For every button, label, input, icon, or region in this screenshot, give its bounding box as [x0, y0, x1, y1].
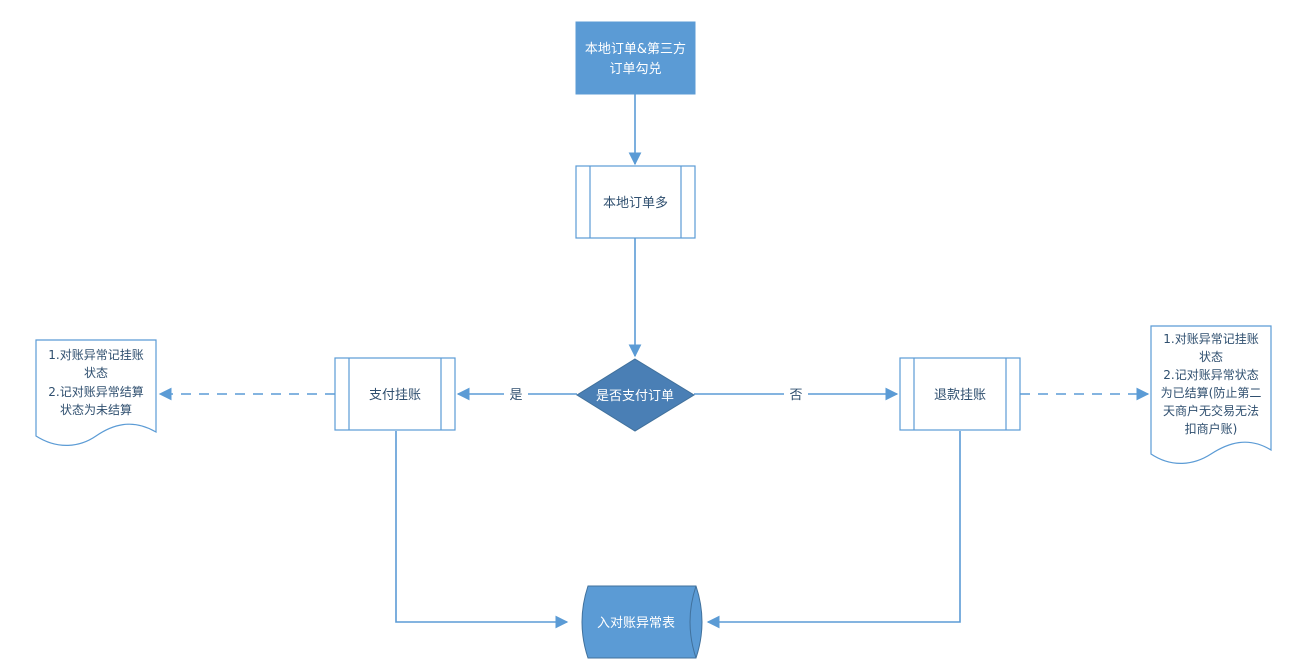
note-right-line-5: 扣商户账)	[1185, 421, 1238, 436]
note-right-line-3: 为已结算(防止第二	[1161, 385, 1262, 400]
note-right-line-2: 2.记对账异常状态	[1163, 368, 1258, 382]
node-local-more[interactable]: 本地订单多	[575, 165, 696, 239]
node-start[interactable]: 本地订单&第三方 订单勾兑	[575, 21, 696, 95]
note-left-line-1: 状态	[84, 366, 108, 380]
edge-refund-pending-to-table	[706, 431, 961, 629]
note-right-line-4: 天商户无交易无法	[1163, 403, 1259, 418]
edge-pay-pending-to-table	[395, 431, 569, 629]
node-exception-table[interactable]: 入对账异常表	[581, 585, 703, 659]
note-left-line-0: 1.对账异常记挂账	[48, 348, 143, 362]
edges	[158, 94, 1150, 629]
note-right[interactable]: 1.对账异常记挂账 状态 2.记对账异常状态 为已结算(防止第二 天商户无交易无…	[1150, 325, 1272, 464]
edge-label-no: 否	[789, 388, 802, 403]
note-left-line-3: 状态为未结算	[60, 402, 132, 417]
node-local-more-label: 本地订单多	[603, 195, 668, 211]
node-exception-table-label: 入对账异常表	[597, 616, 675, 631]
node-pay-pending-label: 支付挂账	[369, 388, 421, 403]
node-start-line1: 本地订单&第三方	[585, 41, 686, 57]
note-left[interactable]: 1.对账异常记挂账 状态 2.记对账异常结算 状态为未结算	[35, 339, 157, 446]
edge-label-yes: 是	[509, 388, 522, 403]
note-right-line-1: 状态	[1199, 350, 1223, 364]
no-label-bg	[784, 384, 808, 404]
note-right-line-0: 1.对账异常记挂账	[1163, 332, 1258, 346]
node-decision[interactable]: 是否支付订单	[576, 358, 695, 432]
note-left-line-2: 2.记对账异常结算	[48, 384, 143, 399]
node-refund-pending-label: 退款挂账	[934, 388, 986, 403]
yes-label-bg	[504, 384, 528, 404]
node-refund-pending[interactable]: 退款挂账	[899, 357, 1021, 431]
node-pay-pending[interactable]: 支付挂账	[334, 357, 456, 431]
node-decision-label: 是否支付订单	[596, 389, 674, 404]
node-start-line2: 订单勾兑	[609, 62, 661, 77]
